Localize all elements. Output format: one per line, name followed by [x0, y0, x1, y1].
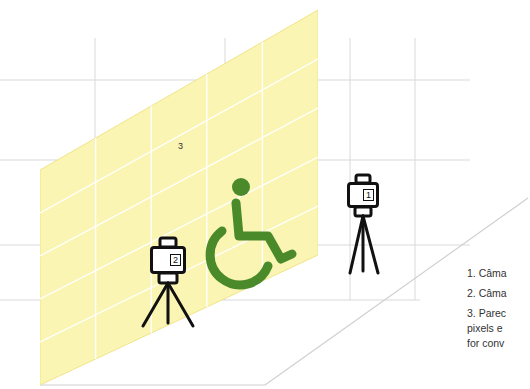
legend-note: 3. Parec pixels e for conv	[467, 306, 514, 352]
wall-grid	[40, 42, 318, 359]
wall-panel: 3	[40, 10, 318, 385]
camera-body: 2	[150, 246, 186, 274]
legend-note: 1. Câma	[467, 266, 507, 281]
callout-number: 1	[363, 189, 374, 201]
legend-note: 2. Câma	[467, 286, 507, 301]
tripod-2	[143, 238, 193, 326]
wheelchair-symbol	[210, 178, 292, 285]
camera-body: 1	[347, 182, 379, 208]
callout-number: 2	[170, 254, 181, 266]
wall-fill	[40, 10, 318, 385]
callout-number: 3	[178, 141, 183, 151]
wall-outline	[40, 10, 318, 385]
